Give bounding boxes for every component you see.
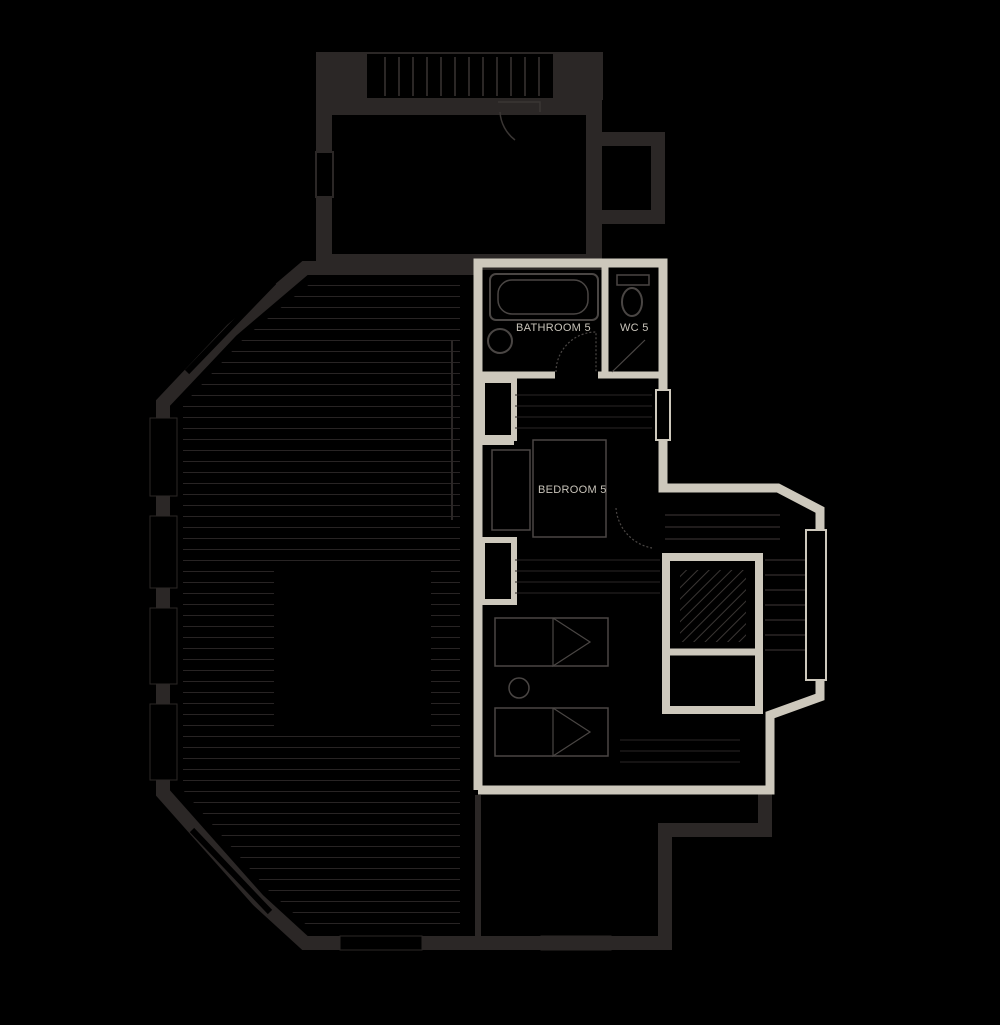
window bbox=[315, 151, 334, 198]
chimney bbox=[587, 132, 665, 224]
basin bbox=[487, 328, 513, 354]
room-label-bathroom: BATHROOM 5 bbox=[516, 322, 591, 334]
room-label-bedroom: BEDROOM 5 bbox=[538, 484, 607, 496]
lounger bbox=[494, 707, 609, 757]
window bbox=[149, 703, 178, 781]
window bbox=[149, 607, 178, 685]
window bbox=[189, 827, 273, 915]
balcony-post bbox=[553, 53, 602, 99]
bottom-room-wall bbox=[475, 790, 772, 950]
door-swing bbox=[611, 339, 646, 373]
lift-shaft bbox=[680, 570, 746, 642]
window bbox=[339, 935, 423, 951]
wardrobe bbox=[479, 537, 517, 605]
lounger-back bbox=[552, 707, 592, 758]
window bbox=[805, 529, 827, 681]
suite-wall bbox=[473, 258, 825, 790]
toilet-cistern bbox=[616, 274, 650, 286]
toilet-bowl bbox=[621, 287, 643, 317]
door-swing bbox=[498, 101, 541, 141]
stair-core bbox=[662, 553, 763, 714]
inactive-area bbox=[149, 52, 772, 951]
top-room-wall bbox=[316, 99, 602, 270]
stair-treads bbox=[665, 514, 812, 651]
rug bbox=[274, 571, 431, 728]
suite-wall bbox=[478, 680, 825, 795]
window bbox=[184, 279, 277, 375]
door-swing bbox=[555, 331, 597, 373]
room-label-wc: WC 5 bbox=[620, 322, 649, 334]
wardrobe bbox=[479, 377, 517, 441]
window bbox=[655, 389, 671, 441]
door-swing bbox=[615, 507, 653, 549]
side-table bbox=[508, 677, 530, 699]
bed bbox=[532, 439, 607, 538]
bathtub bbox=[489, 273, 599, 321]
bedside bbox=[491, 449, 531, 531]
window bbox=[149, 515, 178, 589]
stair-treads bbox=[384, 57, 540, 96]
bedroom-floorboards bbox=[515, 394, 740, 763]
lounger bbox=[494, 617, 609, 667]
balcony-post bbox=[317, 53, 367, 99]
lounger-back bbox=[552, 617, 592, 668]
large-room-wall bbox=[156, 261, 475, 950]
active-suite bbox=[473, 258, 827, 795]
window bbox=[149, 417, 178, 497]
bathtub-inner bbox=[497, 279, 589, 315]
